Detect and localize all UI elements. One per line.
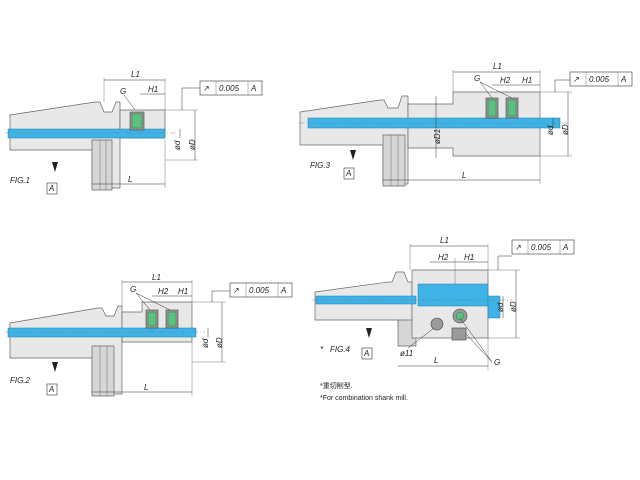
bore-cavity — [417, 283, 489, 307]
flange — [91, 345, 115, 397]
figure-2: A FIG.2 L1 H2 H1 G L ød øD ↗ 0.005 A — [5, 273, 293, 397]
tolerance-datum: A — [562, 243, 568, 252]
tolerance-value: 0.005 — [531, 243, 552, 252]
set-screw-head — [131, 113, 143, 129]
bore-end — [487, 295, 501, 319]
dim-G: G — [120, 87, 126, 96]
datum-box — [46, 383, 58, 396]
datum-label: A — [345, 169, 351, 178]
figure-1: A FIG.1 L1 H1 G L ød øD ↗ 0.005 A — [5, 70, 263, 195]
runout-icon: ↗ — [515, 243, 522, 252]
dim-L1: L1 — [440, 236, 449, 245]
dim-L: L — [434, 356, 438, 365]
set-screw-2-head — [507, 99, 517, 117]
dim-L1: L1 — [493, 62, 502, 71]
datum-marker-icon — [366, 328, 372, 338]
figure-3: A FIG.3 L1 H2 H1 G øD1 L ød øD ↗ 0.0 — [298, 62, 633, 187]
datum-box — [343, 167, 355, 180]
set-screw-2-head — [167, 311, 177, 327]
figure-star: * — [320, 345, 324, 354]
note-chinese: *重切削型. — [320, 381, 353, 390]
dim-H2: H2 — [158, 287, 169, 296]
screw-2 — [451, 327, 467, 341]
datum-label: A — [48, 184, 54, 193]
dim-G: G — [130, 285, 136, 294]
dim-H2: H2 — [438, 253, 449, 262]
tolerance-frame — [229, 282, 293, 298]
dim-G: G — [494, 358, 500, 367]
dim-H1: H1 — [464, 253, 474, 262]
dim-G: G — [474, 74, 480, 83]
runout-icon: ↗ — [203, 84, 210, 93]
note-english: *For combination shank mill. — [320, 395, 408, 402]
dim-D: øD — [215, 337, 224, 348]
tolerance-datum: A — [620, 75, 626, 84]
datum-box — [46, 182, 58, 195]
flange — [397, 319, 417, 347]
dim-D: øD — [509, 301, 518, 312]
dim-H1: H1 — [522, 76, 532, 85]
flange — [91, 139, 113, 191]
dim-L: L — [128, 175, 132, 184]
dim-H1: H1 — [178, 287, 188, 296]
dim-d: ød — [496, 302, 505, 312]
datum-marker-icon — [350, 150, 356, 160]
tolerance-value: 0.005 — [249, 286, 270, 295]
runout-icon: ↗ — [233, 286, 240, 295]
dim-d: ød — [201, 338, 210, 348]
tolerance-datum: A — [250, 84, 256, 93]
datum-marker-icon — [52, 362, 58, 372]
set-screw-1-head — [147, 311, 157, 327]
tolerance-value: 0.005 — [219, 84, 240, 93]
figure-label: FIG.2 — [10, 376, 31, 385]
screw-1-head — [455, 311, 465, 321]
dim-L1: L1 — [152, 273, 161, 282]
tolerance-frame — [199, 80, 263, 96]
flange — [382, 134, 406, 187]
datum-box — [361, 347, 373, 360]
datum-marker-icon — [52, 162, 58, 172]
dim-H2: H2 — [500, 76, 511, 85]
bore-channel — [7, 327, 197, 338]
figure-label: FIG.1 — [10, 176, 30, 185]
dim-L: L — [144, 383, 148, 392]
bore-channel — [7, 128, 166, 139]
tolerance-value: 0.005 — [589, 75, 610, 84]
figure-4: A * FIG.4 L1 H2 H1 ød øD L ø11 G — [312, 236, 575, 370]
dim-D: øD — [561, 124, 570, 135]
screw-11 — [430, 317, 444, 331]
dim-L1: L1 — [131, 70, 140, 79]
figure-label: FIG.4 — [330, 345, 351, 354]
tolerance-datum: A — [280, 286, 286, 295]
figure-label: FIG.3 — [310, 161, 331, 170]
dim-D1: øD1 — [433, 129, 442, 144]
set-screw-1-head — [487, 99, 497, 117]
dim-d: ød — [173, 140, 182, 150]
datum-label: A — [363, 349, 369, 358]
datum-label: A — [48, 385, 54, 394]
dim-H1: H1 — [148, 85, 158, 94]
dim-d11: ø11 — [400, 349, 413, 358]
dim-D: øD — [188, 139, 197, 150]
dim-d: ød — [546, 125, 555, 135]
runout-icon: ↗ — [573, 75, 580, 84]
tolerance-frame — [569, 71, 633, 87]
dim-L: L — [462, 171, 466, 180]
tolerance-frame — [511, 239, 575, 255]
